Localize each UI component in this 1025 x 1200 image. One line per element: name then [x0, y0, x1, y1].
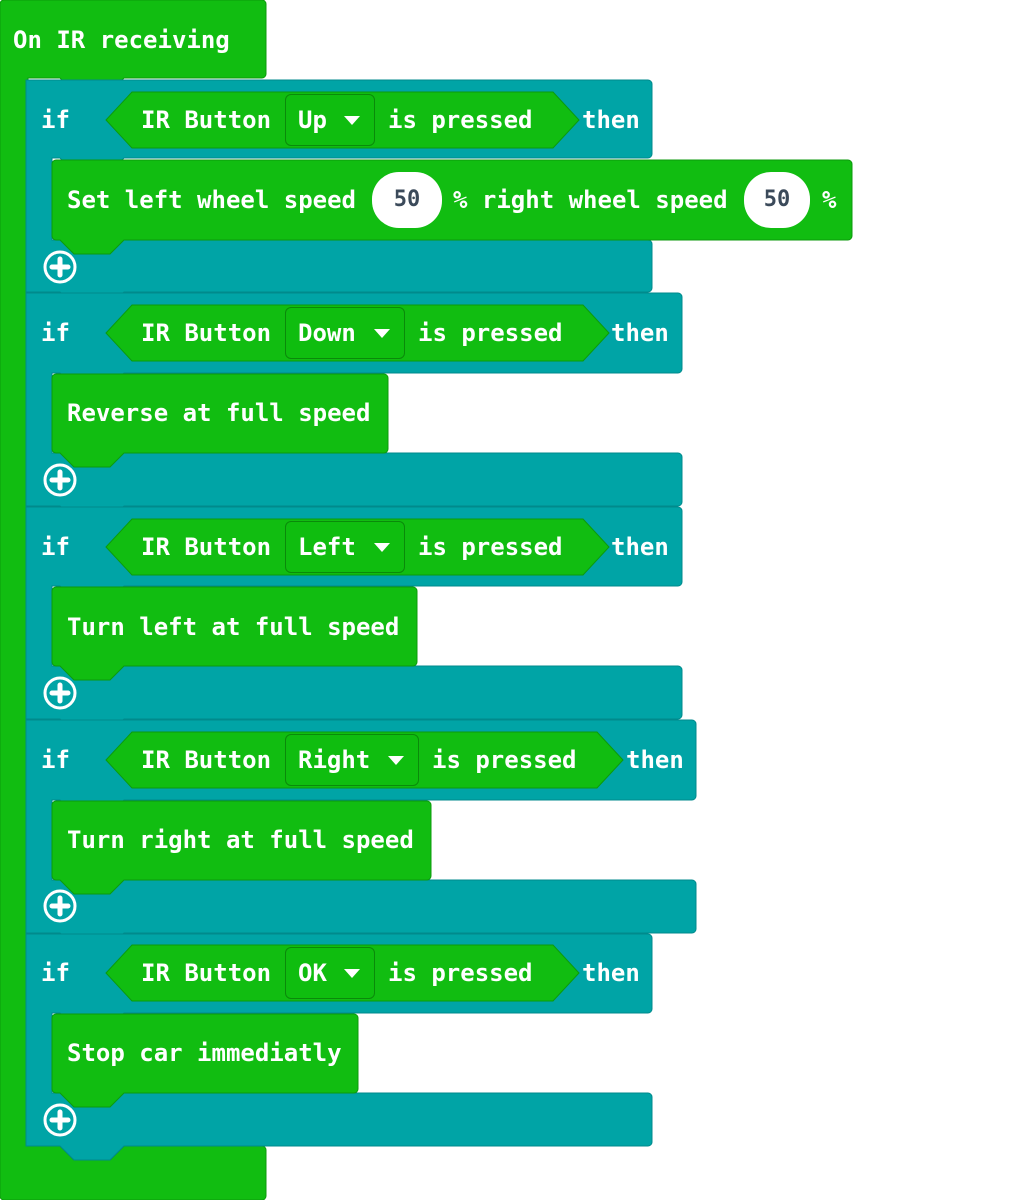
statement-stop-car[interactable]	[51, 1013, 359, 1108]
left-speed-input[interactable]: 50	[372, 172, 442, 228]
pressed-label: is pressed	[418, 319, 563, 347]
dropdown-value: Down	[298, 319, 356, 347]
sensor-label: IR Button	[141, 746, 272, 774]
button-dropdown[interactable]: Down	[285, 307, 405, 359]
statement-label: Set left wheel speed	[67, 186, 356, 214]
dropdown-value: Left	[298, 533, 356, 561]
button-dropdown[interactable]: Up	[285, 94, 375, 146]
dropdown-value: Up	[298, 106, 327, 134]
pressed-label: is pressed	[432, 746, 577, 774]
sensor-label: IR Button	[141, 106, 272, 134]
if-label: if	[41, 959, 70, 987]
percent-label: %	[822, 186, 837, 214]
caret-down-icon	[388, 756, 404, 765]
caret-down-icon	[344, 969, 360, 978]
statement-label: Turn right at full speed	[67, 826, 414, 854]
sensor-label: IR Button	[141, 533, 272, 561]
caret-down-icon	[344, 116, 360, 125]
statement-label: Reverse at full speed	[67, 399, 371, 427]
button-dropdown[interactable]: Left	[285, 521, 405, 573]
then-label: then	[626, 746, 684, 774]
button-dropdown[interactable]: OK	[285, 947, 375, 999]
caret-down-icon	[374, 329, 390, 338]
plus-circle-icon[interactable]	[43, 463, 77, 497]
statement-turn-left[interactable]	[51, 586, 418, 681]
sensor-label: IR Button	[141, 959, 272, 987]
plus-circle-icon[interactable]	[43, 1103, 77, 1137]
pressed-label: is pressed	[388, 959, 533, 987]
right-speed-input[interactable]: 50	[744, 172, 810, 228]
pressed-label: is pressed	[418, 533, 563, 561]
statement-label: Stop car immediatly	[67, 1039, 342, 1067]
caret-down-icon	[374, 543, 390, 552]
event-label: On IR receiving	[13, 26, 230, 54]
then-label: then	[611, 533, 669, 561]
statement-turn-right[interactable]	[51, 800, 432, 895]
statement-label: Turn left at full speed	[67, 613, 400, 641]
if-label: if	[41, 746, 70, 774]
button-dropdown[interactable]: Right	[285, 734, 419, 786]
statement-set-wheel-speed[interactable]	[51, 159, 853, 255]
plus-circle-icon[interactable]	[43, 676, 77, 710]
plus-circle-icon[interactable]	[43, 889, 77, 923]
if-label: if	[41, 106, 70, 134]
dropdown-value: Right	[298, 746, 371, 774]
plus-circle-icon[interactable]	[43, 250, 77, 284]
statement-label-mid: % right wheel speed	[453, 186, 728, 214]
if-label: if	[41, 533, 70, 561]
pressed-label: is pressed	[388, 106, 533, 134]
statement-reverse[interactable]	[51, 373, 389, 468]
then-label: then	[582, 959, 640, 987]
then-label: then	[582, 106, 640, 134]
then-label: then	[611, 319, 669, 347]
if-label: if	[41, 319, 70, 347]
sensor-label: IR Button	[141, 319, 272, 347]
dropdown-value: OK	[298, 959, 327, 987]
